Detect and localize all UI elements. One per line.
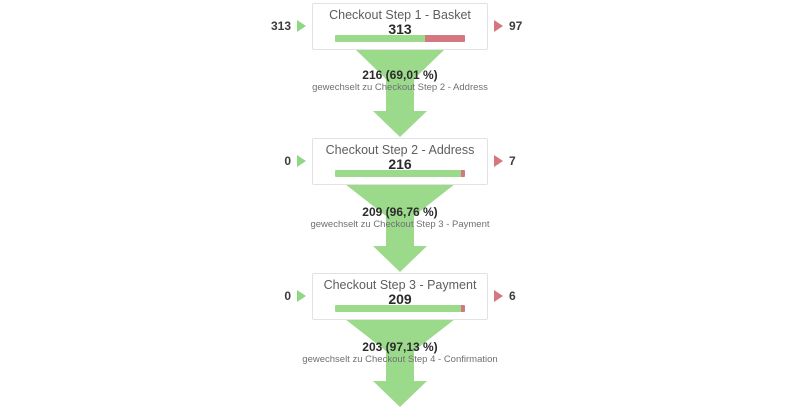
funnel-step-2: 0 Checkout Step 2 - Address 216 7 [0,137,800,185]
exit-arrow-icon [494,155,503,167]
step-2-progress-continued [335,169,461,177]
step-1-entries-value: 313 [270,19,291,33]
transition-1: 216 (69,01 %) gewechselt zu Checkout Ste… [0,68,800,94]
step-2-entries-value: 0 [284,154,291,168]
transition-3-main: 203 (97,13 %) [362,340,438,354]
step-3-progress-dropoff [461,304,465,312]
step-2-title: Checkout Step 2 - Address [325,142,475,157]
step-3-entries-value: 0 [284,289,291,303]
step-3-entries: 0 [194,290,312,302]
transition-2: 209 (96,76 %) gewechselt zu Checkout Ste… [0,205,800,231]
step-3-exits: 6 [488,290,606,302]
step-2-exits-value: 7 [509,154,516,168]
funnel-step-3: 0 Checkout Step 3 - Payment 209 6 [0,272,800,320]
step-1-progress-dropoff [424,34,465,42]
step-1-progress-bar [335,34,465,42]
step-1-entries: 313 [194,20,312,32]
funnel-step-1: 313 Checkout Step 1 - Basket 313 97 [0,2,800,50]
step-1-title: Checkout Step 1 - Basket [329,7,471,22]
step-3-progress-continued [335,304,462,312]
step-3-box[interactable]: Checkout Step 3 - Payment 209 [312,272,488,320]
step-2-entries: 0 [194,155,312,167]
step-2-progress-bar [335,169,465,177]
step-3-exits-value: 6 [509,289,516,303]
enter-arrow-icon [297,155,306,167]
step-3-title: Checkout Step 3 - Payment [323,277,477,292]
enter-arrow-icon [297,20,306,32]
transition-3-sub: gewechselt zu Checkout Step 4 - Confirma… [302,354,498,365]
enter-arrow-icon [297,290,306,302]
step-2-exits: 7 [488,155,606,167]
exit-arrow-icon [494,20,503,32]
step-2-box[interactable]: Checkout Step 2 - Address 216 [312,137,488,185]
step-2-progress-dropoff [460,169,465,177]
step-1-exits: 97 [488,20,606,32]
step-3-value: 209 [388,290,412,307]
step-1-exits-value: 97 [509,19,523,33]
step-1-box[interactable]: Checkout Step 1 - Basket 313 [312,2,488,50]
step-2-value: 216 [388,155,412,172]
transition-3: 203 (97,13 %) gewechselt zu Checkout Ste… [0,340,800,366]
transition-1-main: 216 (69,01 %) [362,68,438,82]
transition-1-sub: gewechselt zu Checkout Step 2 - Address [312,82,488,93]
step-1-value: 313 [388,20,412,37]
transition-2-sub: gewechselt zu Checkout Step 3 - Payment [310,219,490,230]
step-1-progress-continued [335,34,425,42]
transition-2-main: 209 (96,76 %) [362,205,438,219]
exit-arrow-icon [494,290,503,302]
step-3-progress-bar [335,304,465,312]
